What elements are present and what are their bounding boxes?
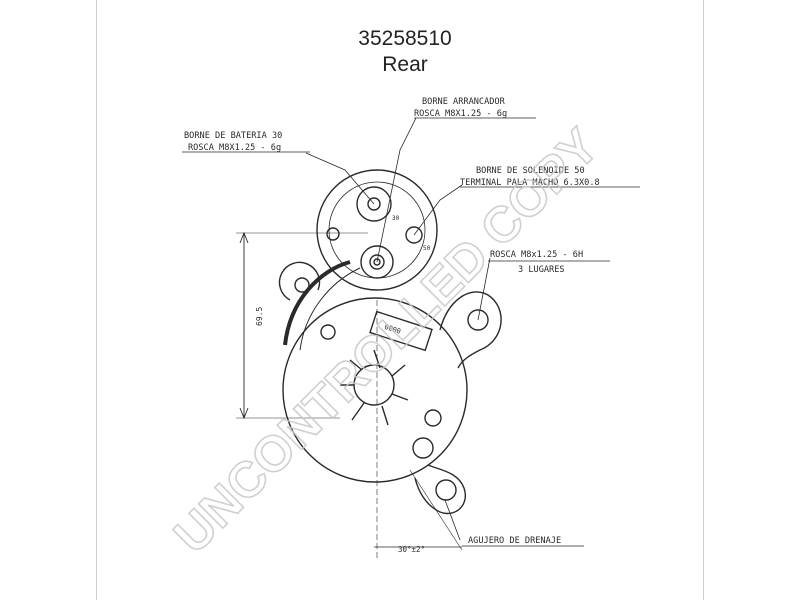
leader-solenoid-terminal [413,184,463,236]
dim-value-angle: 30°±2° [398,545,425,554]
callout-starter-line1: BORNE ARRANCADOR [422,97,506,107]
braided-strap-outline [299,267,361,351]
callout-starter-line2: ROSCA M8X1.25 - 6g [414,109,507,119]
leader-drain-hole [444,499,461,541]
terminal-label-30: 30 [392,215,400,222]
plate [369,310,433,352]
cap-small-hole [326,227,340,241]
left-lug-hole [294,277,310,293]
starter-terminal [360,245,394,279]
terminal-label-50: 50 [423,245,431,252]
callout-battery-line2: ROSCA M8X1.25 - 6g [188,143,281,153]
angle-ref-line-b [409,469,463,551]
solenoid-cap [316,169,438,291]
dim-value-69-5: 69.5 [255,307,264,326]
callout-mount-line2: 3 LUGARES [518,265,565,275]
callout-drain: AGUJERO DE DRENAJE [468,536,561,546]
callout-solenoid-line1: BORNE DE SOLENOIDE 50 [476,166,585,176]
housing-bolt-a [424,409,442,427]
main-housing [282,297,468,483]
frame-right-border [703,0,704,600]
callout-mount-line1: ROSCA M8x1.25 - 6H [490,250,583,260]
housing-bolt-c [320,324,336,340]
frame-left-border [96,0,97,600]
starter-terminal-stud [369,254,385,270]
solenoid-terminal [405,226,423,244]
flange-mount-hole [467,309,489,331]
bottom-mounting-flange [414,464,467,515]
housing-bolt-b [412,437,434,459]
braided-strap [283,260,351,346]
watermark: UNCONTROLLED COPY [163,118,609,564]
callout-battery-line1: BORNE DE BATERIA 30 [184,131,282,141]
view-label: Rear [382,53,428,76]
leader-mount-thread [477,257,491,321]
part-number-title: 35258510 [358,27,452,50]
right-mounting-flange [439,291,502,369]
leader-battery-terminal [305,152,375,205]
starter-terminal-core [373,258,381,266]
dim-arrow-bottom [239,407,249,420]
bottom-mount-hole [435,479,457,501]
callout-solenoid-line2: TERMINAL PALA MACHO 6.3X0.8 [460,178,600,188]
battery-terminal [356,186,392,222]
battery-terminal-stud [367,197,381,211]
leader-starter-terminal [376,117,417,263]
dim-arrow-top [239,231,249,244]
